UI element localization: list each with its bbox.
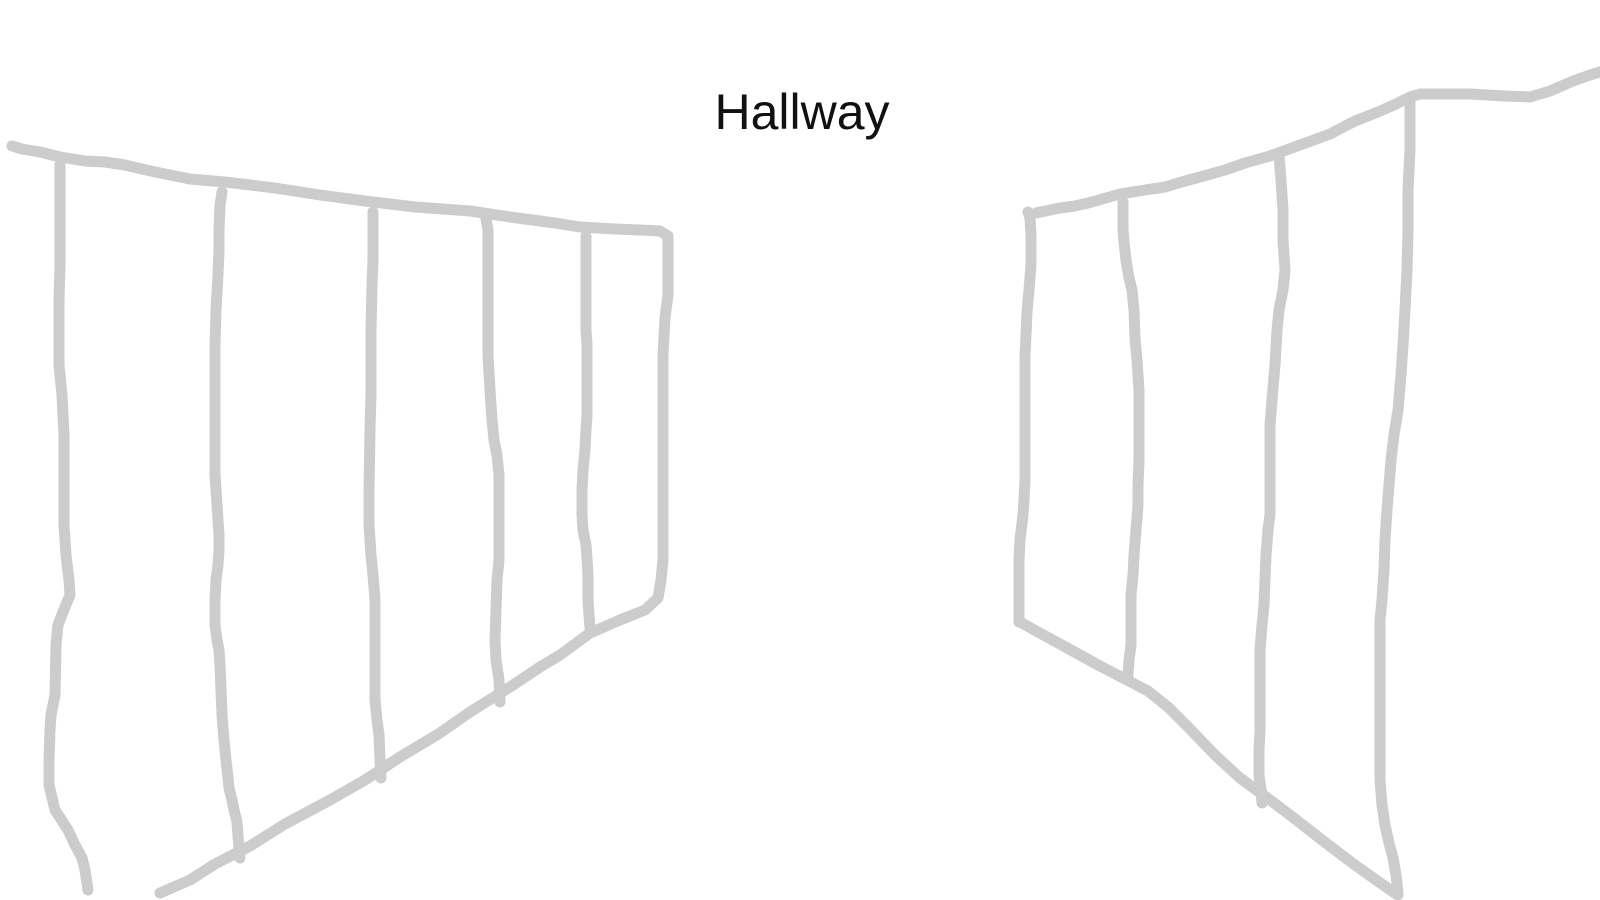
right-wall: [1013, 66, 1600, 900]
right-wall-post-2: [1253, 150, 1291, 809]
right-wall-front-edge: [1013, 206, 1037, 628]
right-wall-post-3: [1374, 94, 1416, 899]
left-wall-post-3: [363, 206, 387, 784]
right-wall-post-1: [1117, 196, 1145, 681]
drawing-title-text: Hallway: [714, 84, 890, 140]
left-wall-post-5: [576, 230, 596, 634]
left-wall-post-1: [43, 159, 94, 896]
right-wall-top-edge: [1030, 66, 1600, 219]
right-wall-floor-edge: [1014, 616, 1404, 900]
left-wall-post-2: [209, 186, 246, 864]
left-wall: [6, 140, 674, 899]
left-wall-top-edge: [6, 140, 674, 899]
left-wall-post-4: [480, 213, 506, 708]
drawing-title: Hallway: [0, 80, 1600, 144]
